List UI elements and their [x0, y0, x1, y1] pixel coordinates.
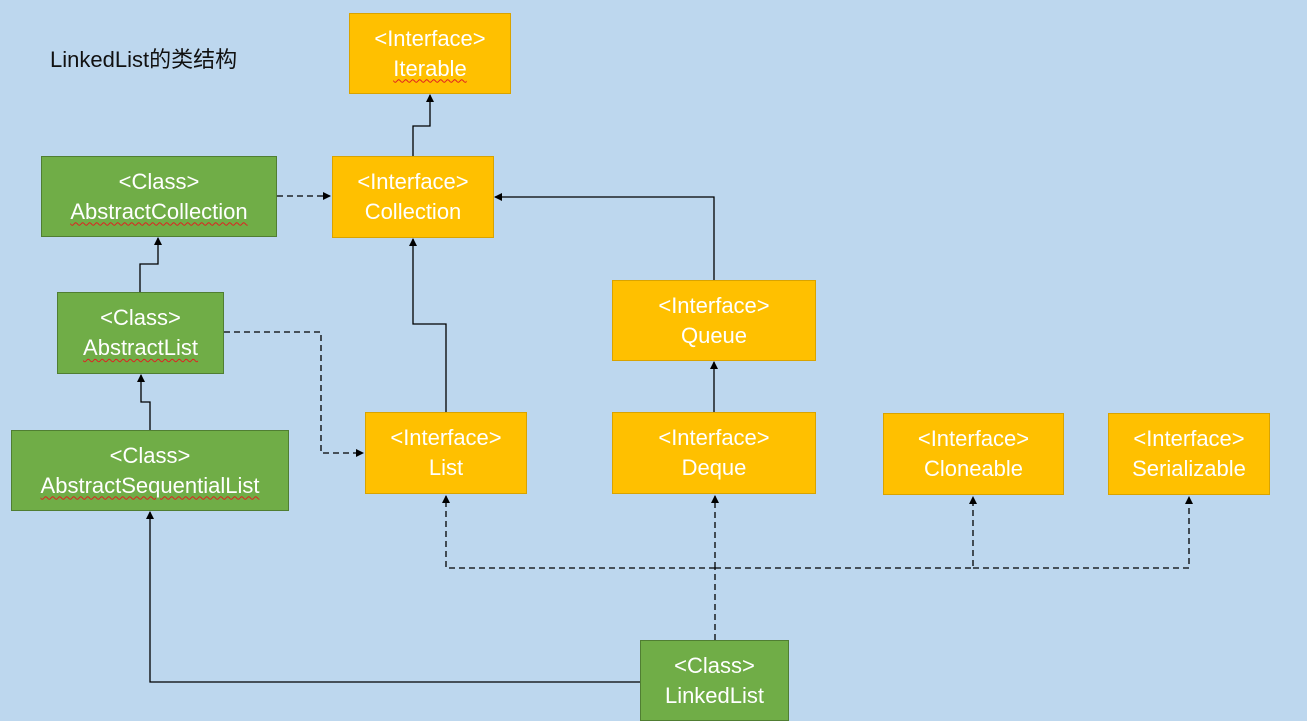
node-stereotype: <Interface> [357, 169, 469, 194]
diagram-title: LinkedList的类结构 [50, 47, 238, 72]
node-abstractcollection: <Class> AbstractCollection [41, 156, 277, 237]
node-stereotype: <Interface> [1133, 426, 1245, 451]
node-cloneable: <Interface> Cloneable [883, 413, 1064, 495]
node-name: Deque [681, 455, 747, 480]
node-name: AbstractCollection [70, 198, 248, 224]
node-stereotype: <Interface> [658, 425, 770, 450]
node-stereotype: <Interface> [658, 292, 770, 318]
node-stereotype: <Interface> [917, 426, 1030, 451]
node-stereotype: <Class> [674, 652, 755, 678]
edge-collection-iterable [412, 94, 434, 156]
node-name: Cloneable [923, 456, 1024, 481]
node-abstractlist: <Class> AbstractList [57, 292, 224, 374]
edge-abstractsequentiallist-abstractlist [137, 374, 151, 430]
node-name: Collection [364, 199, 462, 224]
node-stereotype: <Class> [118, 168, 200, 194]
edge-linkedlist-serializable [973, 496, 1193, 569]
edge-linkedlist-abstractsequentiallist [146, 511, 640, 683]
edge-abstractlist-abstractcollection [139, 237, 162, 292]
node-name: Iterable [393, 55, 467, 81]
node-stereotype: <Interface> [374, 25, 486, 51]
node-deque: <Interface> Deque [612, 412, 816, 494]
node-collection: <Interface> Collection [332, 156, 494, 238]
node-queue: <Interface> Queue [612, 280, 816, 361]
node-stereotype: <Interface> [390, 425, 502, 450]
edge-linkedlist-list [442, 495, 715, 569]
node-stereotype: <Class> [100, 305, 181, 330]
node-name: LinkedList [664, 682, 765, 708]
edge-queue-collection [494, 193, 715, 280]
node-name: AbstractList [83, 335, 198, 360]
node-linkedlist: <Class> LinkedList [640, 640, 789, 721]
node-list: <Interface> List [365, 412, 527, 494]
node-name: AbstractSequentialList [40, 472, 260, 498]
node-name: Serializable [1132, 456, 1246, 481]
node-stereotype: <Class> [109, 442, 191, 468]
node-abstractsequentiallist: <Class> AbstractSequentialList [11, 430, 289, 511]
node-iterable: <Interface> Iterable [349, 13, 511, 94]
node-name: List [428, 455, 464, 480]
edge-list-collection [409, 238, 447, 412]
edge-linkedlist-cloneable [715, 496, 977, 569]
node-name: Queue [680, 322, 748, 348]
node-serializable: <Interface> Serializable [1108, 413, 1270, 495]
